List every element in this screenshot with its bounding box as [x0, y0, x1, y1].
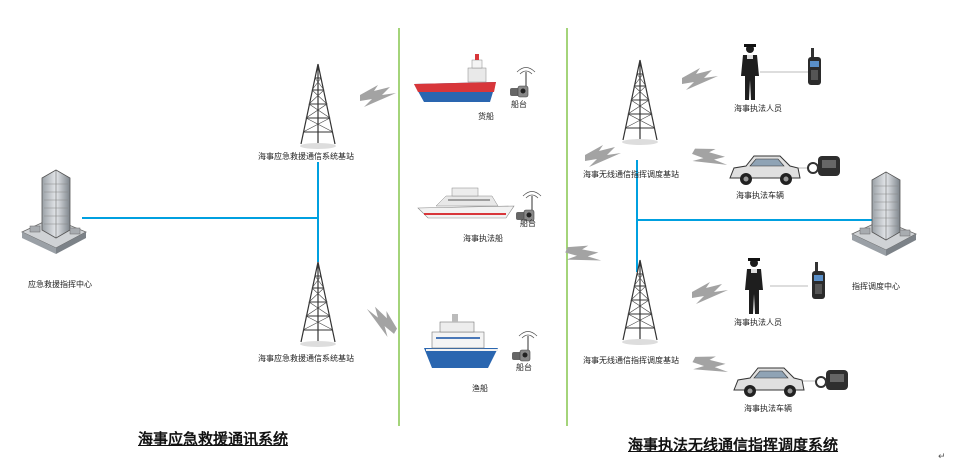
ship-radio-2-icon	[515, 191, 542, 222]
lightning-link-icon	[689, 348, 732, 385]
vehicle-top-label: 海事执法车辆	[736, 191, 784, 200]
dispatch-center-building-icon	[851, 171, 917, 257]
wireless-station-bottom-label: 海事无线通信指挥调度基站	[583, 356, 679, 365]
lightning-link-icon	[360, 85, 396, 107]
ship-radio-2-label: 船台	[520, 219, 536, 228]
lightning-link-icon	[585, 145, 621, 167]
walkie-talkie-bottom-icon	[812, 262, 825, 299]
emergency-center-building-icon	[21, 169, 87, 255]
emergency-station-bottom-label: 海事应急救援通信系统基站	[258, 354, 354, 363]
right-link-lines	[636, 160, 877, 272]
ship-radio-3-icon	[511, 331, 538, 362]
vehicle-top-car-icon	[729, 155, 801, 186]
wireless-station-top-tower-icon	[621, 59, 659, 146]
ship-radio-1-icon	[509, 67, 536, 98]
vehicle-bottom-label: 海事执法车辆	[744, 404, 792, 413]
lightning-link-icon	[682, 68, 718, 90]
return-mark: ↵	[938, 452, 946, 462]
dispatch-center-label: 指挥调度中心	[852, 282, 900, 291]
officer-bottom-icon	[745, 258, 763, 314]
left-link-lines	[82, 162, 319, 262]
officer-bottom-label: 海事执法人员	[734, 318, 782, 327]
emergency-station-bottom-tower-icon	[299, 261, 337, 348]
vehicle-top-radio-icon	[807, 155, 841, 177]
emergency-center-label: 应急救援指挥中心	[28, 280, 92, 289]
wireless-station-top-label: 海事无线通信指挥调度基站	[583, 170, 679, 179]
lightning-link-icon	[359, 302, 402, 340]
right-system-title: 海事执法无线通信指挥调度系统	[628, 436, 839, 454]
ship-radio-3-label: 船台	[516, 363, 532, 372]
wireless-station-bottom-tower-icon	[621, 259, 659, 346]
officer-top-label: 海事执法人员	[734, 104, 782, 113]
lightning-link-icon	[689, 140, 732, 178]
emergency-station-top-label: 海事应急救援通信系统基站	[258, 152, 354, 161]
cargo-ship-label: 货船	[478, 112, 494, 121]
fishing-boat-icon	[424, 314, 498, 368]
patrol-ship-icon	[417, 187, 515, 219]
officer-top-icon	[741, 44, 759, 100]
lightning-link-icon	[562, 238, 605, 274]
cargo-ship-icon	[414, 54, 496, 102]
walkie-talkie-top-icon	[808, 48, 821, 85]
fishing-boat-label: 渔船	[472, 384, 488, 393]
left-system-title: 海事应急救援通讯系统	[138, 430, 289, 448]
patrol-ship-label: 海事执法船	[463, 234, 503, 243]
lightning-link-icon	[692, 282, 728, 304]
device-link-lines	[760, 71, 816, 382]
emergency-station-top-tower-icon	[299, 63, 337, 150]
vehicle-bottom-car-icon	[733, 367, 805, 398]
ship-radio-1-label: 船台	[511, 100, 527, 109]
vehicle-bottom-radio-icon	[815, 369, 849, 391]
